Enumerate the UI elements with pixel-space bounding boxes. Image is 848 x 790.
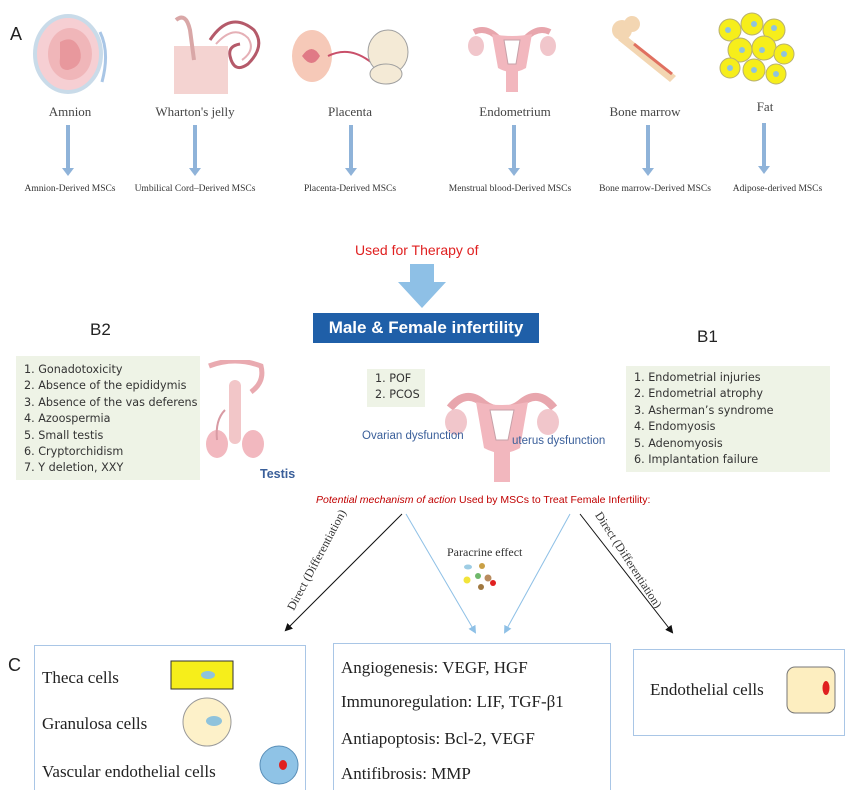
list-item: 2. Endometrial atrophy (634, 387, 763, 401)
placenta-fetus-icon (292, 29, 409, 85)
arrow-bone-marrow (642, 125, 654, 176)
paracrine-dots-icon (463, 563, 496, 590)
list-item: 1. Endometrial injuries (634, 371, 761, 384)
uterus-dysfunction-label: uterus dysfunction (512, 435, 606, 447)
source-label-amnion: Amnion (48, 104, 92, 119)
bone-icon (612, 16, 676, 82)
msc-label-adipose: Adipose-derived MSCs (732, 184, 823, 194)
list-item: 1. Gonadotoxicity (24, 363, 123, 376)
theca-cell-icon (170, 660, 234, 690)
mechanism-heading: Potential mechanism of action Used by MS… (316, 494, 650, 506)
source-label-fat: Fat (756, 99, 774, 114)
granulosa-cell-icon (182, 697, 232, 747)
source-label-whartons-jelly: Wharton's jelly (155, 104, 235, 119)
panel-label-b1: B1 (697, 327, 718, 346)
list-item: 3. Absence of the vas deferens (24, 395, 198, 409)
msc-label-menstrual-blood: Menstrual blood-Derived MSCs (448, 184, 572, 194)
endothelial-cell-icon (786, 666, 836, 714)
vascular-endothelial-cell-icon (259, 745, 299, 785)
female-reproductive-organ-icon (445, 393, 559, 482)
umbilical-cord-fetus-icon (174, 15, 261, 94)
arrow-fat (758, 123, 770, 174)
msc-label-amnion: Amnion-Derived MSCs (24, 184, 116, 194)
arrow-amnion (62, 125, 74, 176)
list-item: 7. Y deletion, XXY (24, 461, 124, 475)
arrow-direct-right (579, 513, 674, 634)
msc-label-placenta: Placenta-Derived MSCs (303, 184, 397, 194)
therapy-label: Used for Therapy of (355, 242, 479, 258)
testis-label: Testis (260, 467, 296, 481)
arrow-whartons-jelly (189, 125, 201, 176)
theca-cells-label: Theca cells (42, 668, 119, 687)
source-label-endometrium: Endometrium (479, 104, 551, 119)
granulosa-cells-label: Granulosa cells (42, 714, 148, 733)
vascular-endothelial-cells-label: Vascular endothelial cells (42, 762, 216, 781)
list-item: 4. Azoospermia (24, 412, 111, 426)
angiogenesis-label: Angiogenesis: VEGF, HGF (341, 658, 528, 677)
list-item: 6. Cryptorchidism (24, 445, 124, 459)
male-infertility-list: 1. Gonadotoxicity 2. Absence of the epid… (16, 356, 200, 480)
paracrine-effects-box (333, 643, 611, 790)
fat-cells-icon (718, 12, 795, 85)
source-label-placenta: Placenta (327, 104, 373, 119)
list-item: 2. Absence of the epididymis (24, 379, 187, 393)
antiapoptosis-label: Antiapoptosis: Bcl-2, VEGF (341, 729, 535, 748)
panel-label-c: C (8, 655, 21, 675)
list-item: 5. Adenomyosis (634, 436, 723, 450)
list-item: 5. Small testis (24, 428, 104, 442)
ovarian-dysfunction-list: 1. POF 2. PCOS (367, 369, 425, 407)
direct-differentiation-left-label: Direct (Differentiation) (284, 507, 349, 613)
list-item: 4. Endomyosis (634, 420, 716, 434)
mechanism-italic: Potential mechanism of action (316, 494, 457, 506)
arrow-placenta (345, 125, 357, 176)
ovarian-dysfunction-label: Ovarian dysfunction (362, 430, 464, 442)
antifibrosis-label: Antifibrosis: MMP (341, 764, 471, 783)
source-label-bone-marrow: Bone marrow (609, 104, 681, 119)
arrow-endometrium (508, 125, 520, 176)
paracrine-effect-label: Paracrine effect (447, 545, 523, 559)
uterus-icon (468, 27, 556, 92)
panel-label-a: A (10, 24, 23, 44)
endothelial-cells-label: Endothelial cells (650, 680, 764, 699)
big-down-arrow-icon (398, 264, 446, 308)
main-title: Male & Female infertility (313, 313, 539, 343)
panel-label-b2: B2 (90, 320, 111, 339)
list-item: 3. Asherman’s syndrome (634, 403, 774, 417)
uterus-dysfunction-list: 1. Endometrial injuries 2. Endometrial a… (626, 366, 830, 472)
amniotic-sac-icon (33, 14, 107, 94)
msc-label-umbilical-cord: Umbilical Cord–Derived MSCs (134, 184, 256, 194)
arrow-paracrine-right (504, 513, 571, 634)
mechanism-rest: Used by MSCs to Treat Female Infertility… (456, 494, 651, 506)
immunoregulation-label: Immunoregulation: LIF, TGF-β1 (341, 692, 564, 711)
list-item: 1. POF (375, 372, 412, 385)
list-item: 6. Implantation failure (634, 453, 759, 467)
list-item: 2. PCOS (375, 388, 420, 402)
male-reproductive-organ-icon (206, 360, 265, 458)
direct-differentiation-right-label: Direct (Differentiation) (592, 509, 666, 611)
msc-label-bone-marrow: Bone marrow-Derived MSCs (599, 184, 711, 194)
